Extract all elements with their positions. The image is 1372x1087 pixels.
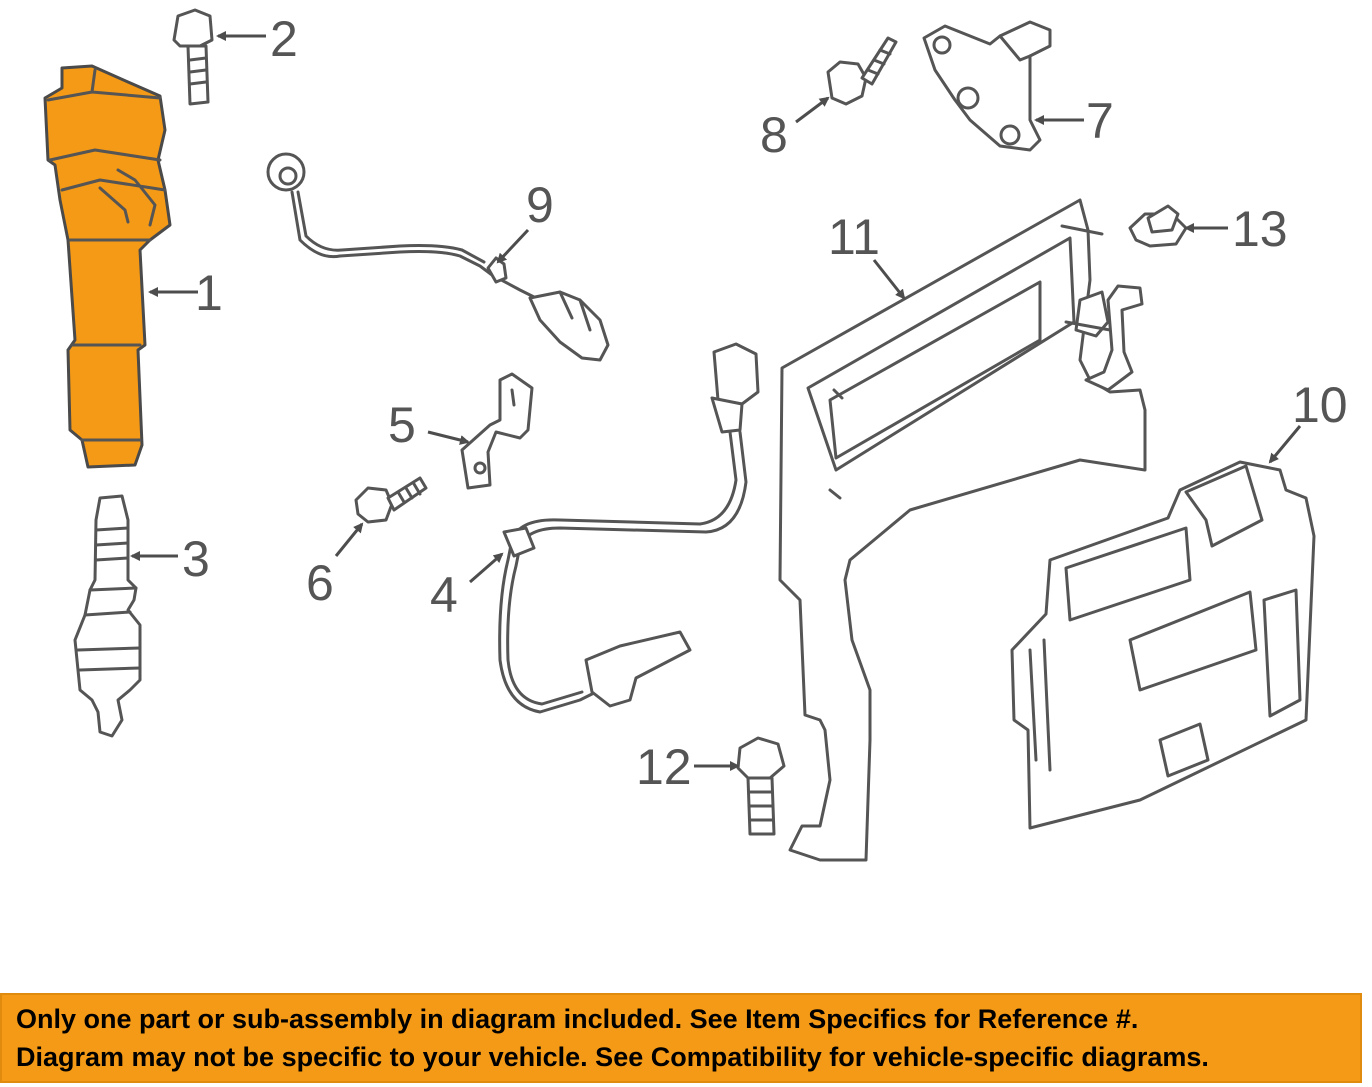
disclaimer-line-2: Diagram may not be specific to your vehi…: [16, 1042, 1209, 1072]
cam-sensor-part: [922, 20, 1052, 152]
callout-2: 2: [270, 11, 298, 67]
callout-7: 7: [1086, 93, 1114, 149]
bolt-2-part: [172, 8, 214, 106]
bolt-12-part: [736, 736, 786, 836]
callout-12: 12: [636, 739, 692, 795]
leader-lines: [130, 31, 1302, 771]
knock-sensor-part: [266, 152, 610, 362]
callout-9: 9: [526, 177, 554, 233]
mounting-bracket-part: [778, 198, 1147, 862]
callout-8: 8: [760, 107, 788, 163]
callout-1: 1: [195, 265, 223, 321]
callout-13: 13: [1232, 201, 1288, 257]
parts-diagram: 1 2 3 4 5 6 7 8 9 10 11 12 13: [43, 8, 1348, 862]
callout-3: 3: [182, 531, 210, 587]
callout-5: 5: [388, 397, 416, 453]
disclaimer-line-1: Only one part or sub-assembly in diagram…: [16, 1004, 1139, 1034]
bracket-5-part: [460, 372, 534, 490]
ecm-module-part: [1010, 460, 1316, 830]
callout-11: 11: [828, 209, 880, 265]
ignition-coil-part: [43, 64, 172, 469]
callout-10: 10: [1292, 377, 1348, 433]
bolt-8-part: [826, 36, 898, 106]
nut-13-part: [1128, 204, 1188, 248]
disclaimer-banner: Only one part or sub-assembly in diagram…: [0, 993, 1362, 1083]
bolt-6-part: [354, 476, 428, 524]
sensor-4-part: [498, 342, 760, 714]
callout-4: 4: [430, 567, 458, 623]
callout-6: 6: [306, 555, 334, 611]
spark-plug-part: [73, 494, 142, 738]
